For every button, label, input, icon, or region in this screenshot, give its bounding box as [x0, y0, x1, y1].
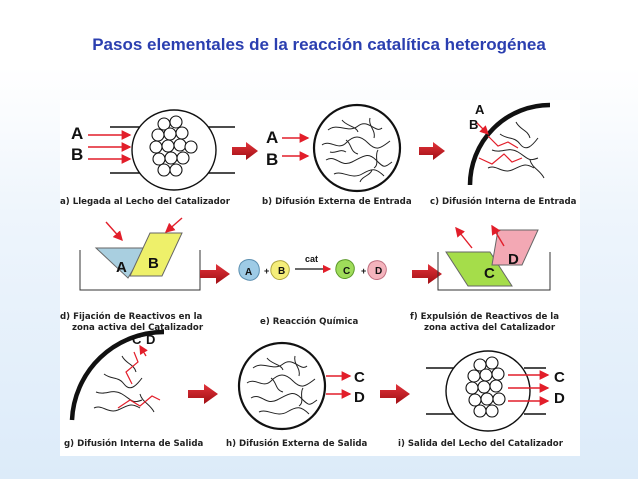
species-b-label: B: [148, 255, 159, 272]
reaction-steps-diagram: A B A B: [60, 102, 577, 449]
flow-arrow-icon: [419, 142, 445, 160]
species-a-label: A: [116, 259, 127, 276]
step-i-catalyst-bed-exit: C D: [426, 350, 565, 432]
species-b-label: B: [266, 150, 278, 169]
flow-arrow-icon: [380, 384, 410, 404]
caption-step-b: b) Difusión Externa de Entrada: [262, 196, 412, 207]
flow-arrow-icon: [232, 142, 258, 160]
flow-arrow-icon: [200, 264, 230, 284]
caption-step-g: g) Difusión Interna de Salida: [64, 438, 203, 449]
flow-arrow-icon: [412, 264, 442, 284]
species-c-label: C: [132, 332, 142, 347]
species-c-label: C: [484, 265, 495, 282]
caption-step-d-line1: d) Fijación de Reactivos en la: [60, 311, 203, 322]
caption-step-c: c) Difusión Interna de Entrada: [430, 196, 577, 207]
plus-sign: +: [264, 266, 269, 276]
species-a-label: A: [71, 124, 83, 143]
molecule-c-label: C: [343, 266, 350, 277]
caption-step-i: i) Salida del Lecho del Catalizador: [398, 439, 564, 449]
step-a-catalyst-bed: A B: [71, 109, 235, 191]
species-d-label: D: [554, 390, 565, 407]
step-c-internal-diffusion: A B: [467, 102, 551, 186]
caption-step-h: h) Difusión Externa de Salida: [226, 438, 368, 449]
step-g-internal-diffusion-out: C D: [69, 329, 165, 421]
caption-step-f-line2: zona activa del Catalizador: [424, 323, 556, 333]
flow-arrow-icon: [188, 384, 218, 404]
species-c-label: C: [554, 369, 565, 386]
step-f-desorption: C D: [437, 224, 551, 291]
step-d-adsorption: A B: [79, 217, 201, 291]
caption-step-f-line1: f) Expulsión de Reactivos de la: [410, 311, 559, 322]
catalyst-label: cat: [305, 254, 318, 264]
diagram-panel: A B A B: [60, 100, 580, 456]
species-d-label: D: [146, 332, 155, 347]
molecule-b-label: B: [278, 266, 285, 277]
caption-step-d-line2: zona activa del Catalizador: [72, 323, 204, 333]
caption-step-a: a) Llegada al Lecho del Catalizador: [60, 197, 231, 207]
species-a-label: A: [266, 128, 278, 147]
species-b-label: B: [469, 117, 478, 132]
species-d-label: D: [508, 251, 519, 268]
page-title: Pasos elementales de la reacción catalít…: [92, 35, 546, 54]
plus-sign: +: [361, 266, 366, 276]
species-b-label: B: [71, 145, 83, 164]
step-h-external-diffusion-out: C D: [237, 341, 365, 431]
species-c-label: C: [354, 369, 365, 386]
species-d-label: D: [354, 389, 365, 406]
caption-step-e: e) Reacción Química: [260, 316, 359, 327]
species-a-label: A: [475, 102, 485, 117]
step-e-chemical-reaction: A + B cat C + D: [238, 254, 387, 281]
step-b-external-diffusion: A B: [266, 103, 402, 193]
molecule-d-label: D: [375, 266, 382, 277]
molecule-a-label: A: [245, 267, 252, 278]
